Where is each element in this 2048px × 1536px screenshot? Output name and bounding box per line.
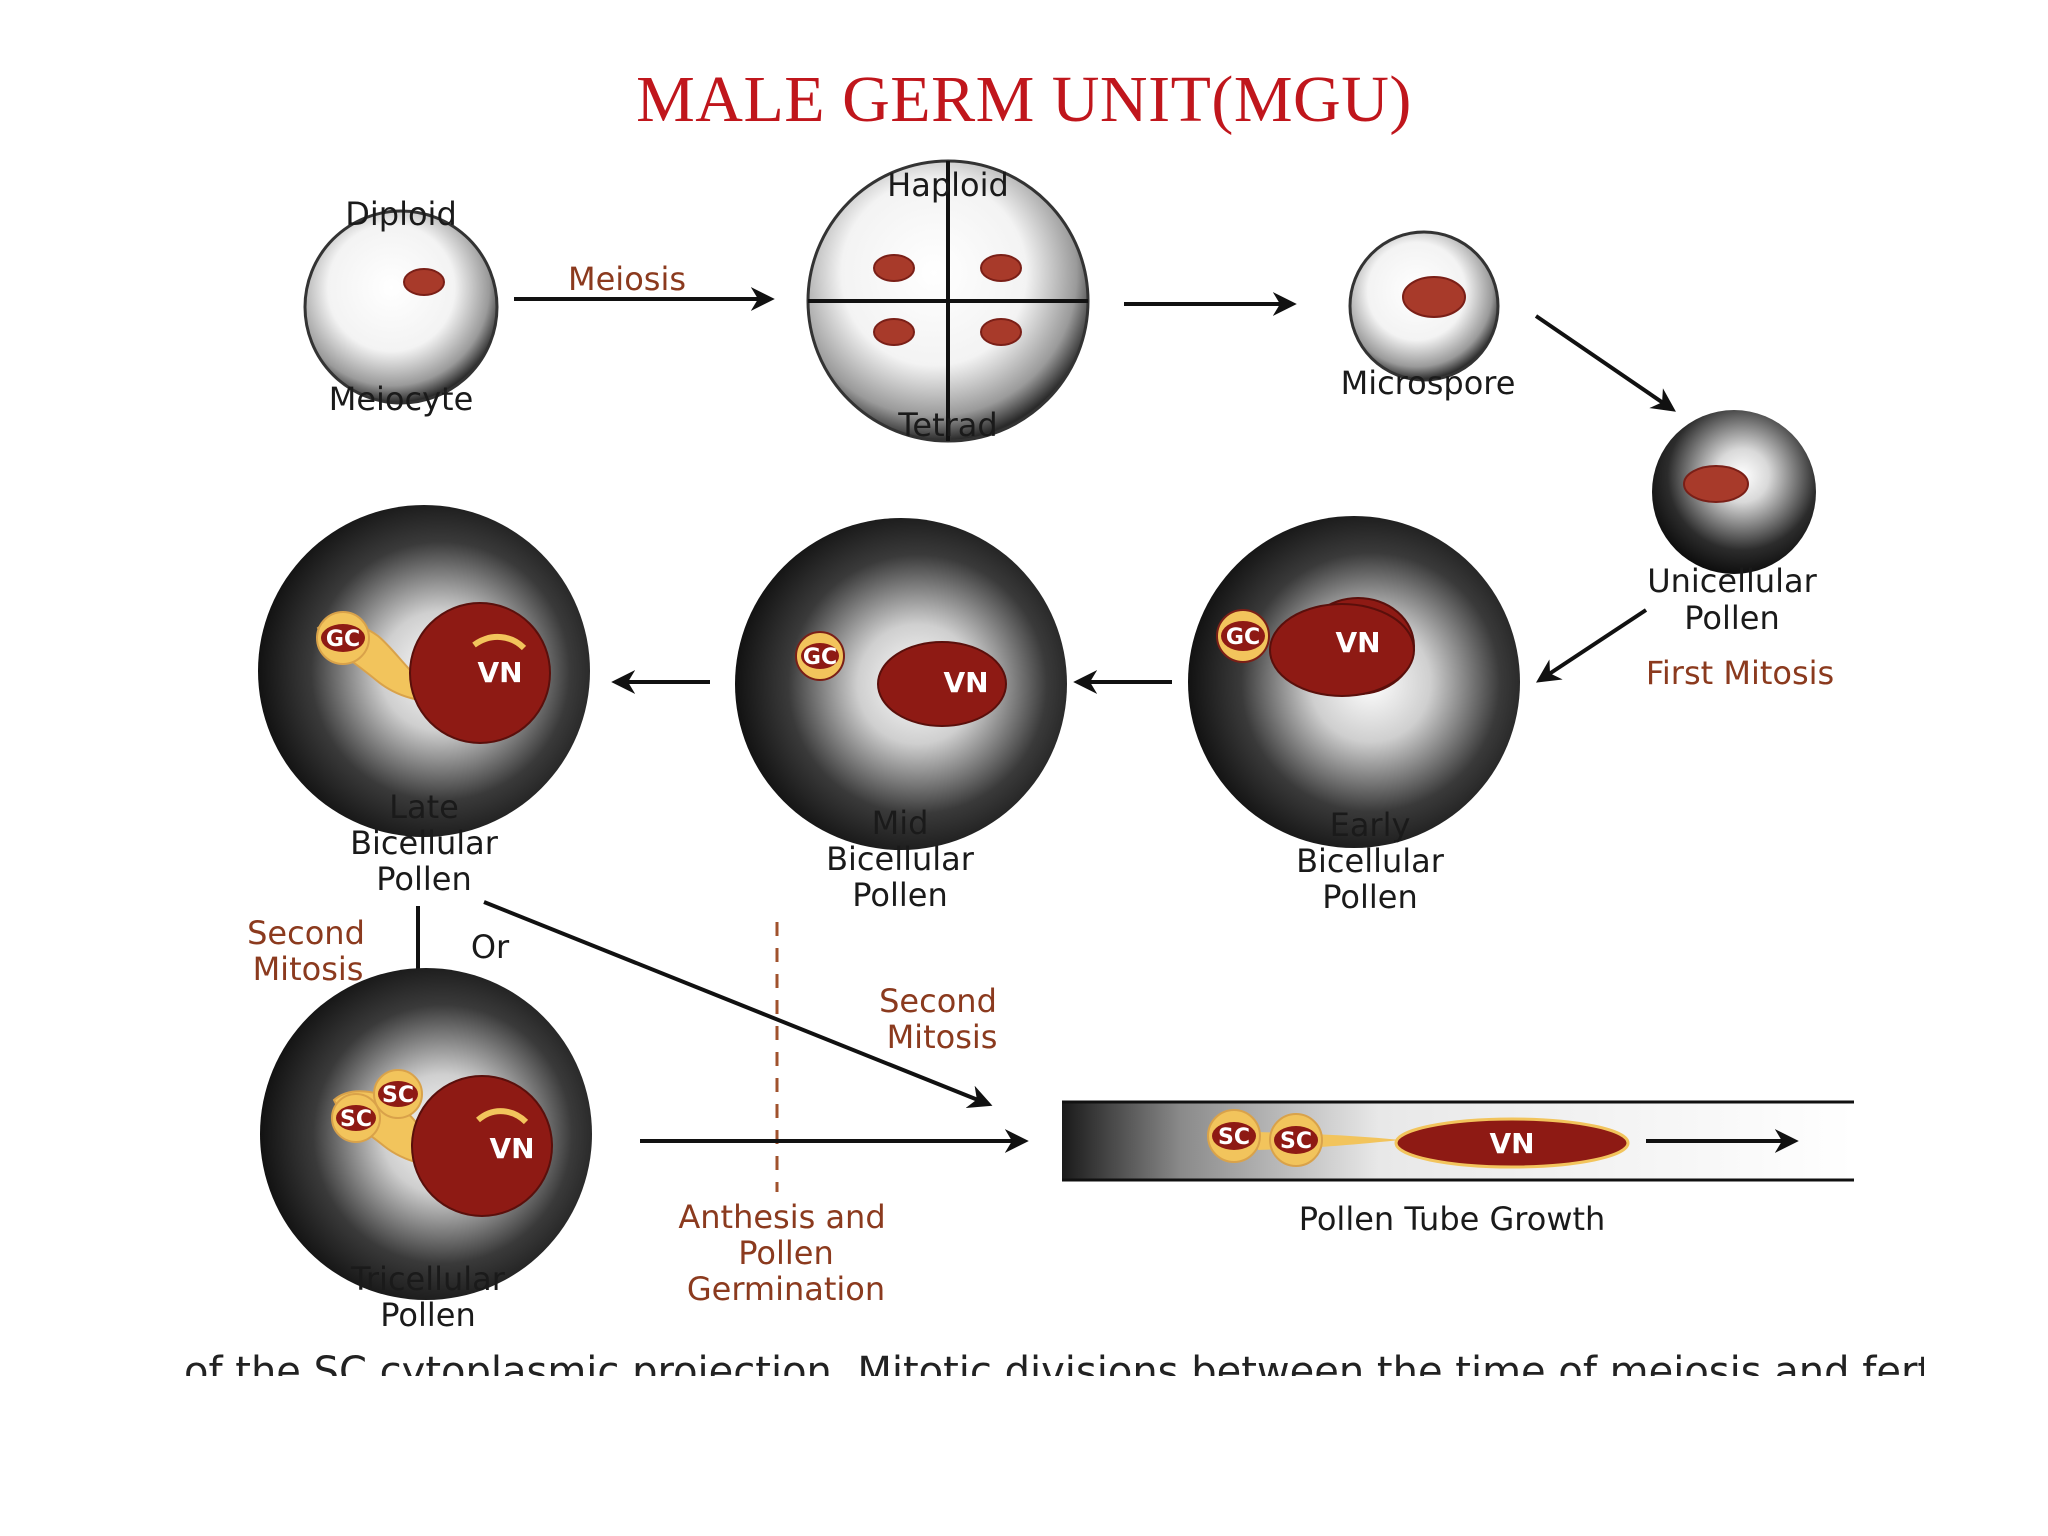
meiosis-label: Meiosis (568, 260, 686, 298)
anthesis-line1: Anthesis and (678, 1198, 885, 1236)
microspore-to-unicellular-arrow (1534, 314, 1676, 412)
pollen-tube-label: Pollen Tube Growth (1299, 1200, 1606, 1238)
mid-bicellular-cell: VN GC (735, 518, 1067, 850)
tetrad-nucleus (873, 318, 915, 346)
early-vn-label: VN (1335, 626, 1380, 659)
tri-sc-tail (476, 1108, 529, 1125)
mid-vn-label: VN (943, 666, 988, 699)
second-mitosis-left-line1: Second (247, 914, 365, 952)
tube-sc-label-1: SC (1218, 1125, 1250, 1150)
tetrad-label: Tetrad (897, 406, 997, 444)
page-title: MALE GERM UNIT(MGU) (636, 63, 1412, 136)
meiocyte-nucleus (403, 268, 445, 296)
tri-sc-label-2: SC (340, 1107, 372, 1132)
unicellular-pollen-cell (1652, 410, 1816, 574)
tricellular-label-line1: Tricellular (350, 1260, 506, 1298)
mid-label-line2: Bicellular (826, 840, 975, 878)
tetrad-nucleus (980, 318, 1022, 346)
late-label-line2: Bicellular (350, 824, 499, 862)
first-mitosis-label: First Mitosis (1646, 654, 1834, 692)
tetrad-nucleus (980, 254, 1022, 282)
early-label-line1: Early (1330, 806, 1411, 844)
mid-label-line3: Pollen (852, 876, 947, 914)
late-to-tube-arrow (483, 900, 993, 1108)
late-bicellular-cell: VN GC (258, 505, 590, 837)
tube-vn-label: VN (1489, 1127, 1534, 1160)
early-gc-label: GC (1226, 625, 1260, 650)
tricellular-label-line2: Pollen (380, 1296, 475, 1334)
tricellular-pollen-cell: VN SC SC (260, 968, 592, 1300)
tube-vn-nucleus (1394, 1117, 1630, 1169)
mid-vn-nucleus (877, 641, 1007, 727)
tetrad-nucleus (873, 254, 915, 282)
mid-gc-label: GC (803, 645, 837, 670)
unicellular-label-line1: Unicellular (1647, 562, 1817, 600)
meiocyte-cell (303, 209, 499, 405)
unicellular-label-line2: Pollen (1684, 599, 1779, 637)
microspore-label: Microspore (1341, 364, 1516, 402)
tetrad-cell (806, 159, 1090, 443)
tri-vn-label: VN (489, 1132, 534, 1165)
mid-label-line1: Mid (872, 804, 929, 842)
first-mitosis-arrow (1535, 608, 1648, 683)
meiocyte-top-label: Diploid (345, 195, 457, 233)
second-mitosis-right-line2: Mitosis (887, 1018, 998, 1056)
unicellular-nucleus (1683, 465, 1749, 503)
tube-sc-label-2: SC (1280, 1129, 1312, 1154)
early-label-line3: Pollen (1322, 878, 1417, 916)
microspore-cell (1348, 230, 1500, 382)
microspore-nucleus (1402, 276, 1466, 318)
early-bicellular-cell: VN GC (1188, 516, 1520, 848)
pollen-tube: VN SC SC (1062, 1100, 1854, 1182)
late-label-line3: Pollen (376, 860, 471, 898)
late-gc-tail (472, 634, 527, 651)
second-mitosis-right-line1: Second (879, 982, 997, 1020)
late-label-line1: Late (389, 788, 459, 826)
second-mitosis-left-line2: Mitosis (253, 950, 364, 988)
anthesis-line3: Germination (687, 1270, 885, 1308)
tetrad-top-label: Haploid (887, 166, 1009, 204)
or-label: Or (471, 928, 510, 966)
late-gc-label: GC (326, 627, 360, 652)
early-label-line2: Bicellular (1296, 842, 1445, 880)
tri-sc-label-1: SC (382, 1083, 414, 1108)
anthesis-line2: Pollen (738, 1234, 833, 1272)
meiocyte-label: Meiocyte (329, 380, 474, 418)
late-vn-label: VN (477, 656, 522, 689)
tri-vn-nucleus (411, 1075, 553, 1217)
cut-off-caption: of the SC cytoplasmic projection. Mitoti… (184, 1354, 1924, 1376)
